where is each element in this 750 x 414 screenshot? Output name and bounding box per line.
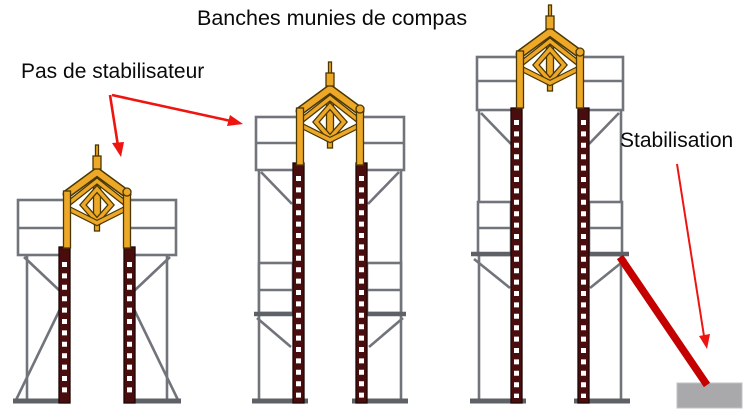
compass-icon	[297, 62, 365, 165]
arrow-to-stabilizer	[676, 163, 705, 337]
diagram-title: Banches munies de compas	[197, 6, 468, 30]
arrow-to-medium-banche	[111, 93, 232, 123]
compass-icon	[64, 145, 132, 248]
stabilizer-bar	[616, 254, 711, 388]
panel-tall-right	[574, 57, 630, 403]
banche-medium	[252, 62, 408, 403]
concrete-block	[676, 382, 743, 409]
panel-small-left	[13, 200, 70, 403]
label-no-stabilizer: Pas de stabilisateur	[21, 60, 205, 83]
panel-tall-left	[470, 57, 526, 403]
compass-icon	[517, 5, 585, 108]
banche-small	[13, 145, 181, 403]
banche-tall	[470, 5, 743, 409]
label-stabilization: Stabilisation	[620, 129, 734, 152]
annotation-arrows	[108, 93, 710, 349]
panel-small-right	[124, 200, 181, 403]
arrow-to-small-banche	[108, 94, 120, 147]
arrowhead-small	[112, 142, 124, 157]
arrowhead-stabilizer	[699, 334, 710, 349]
arrowhead-medium	[227, 115, 243, 126]
